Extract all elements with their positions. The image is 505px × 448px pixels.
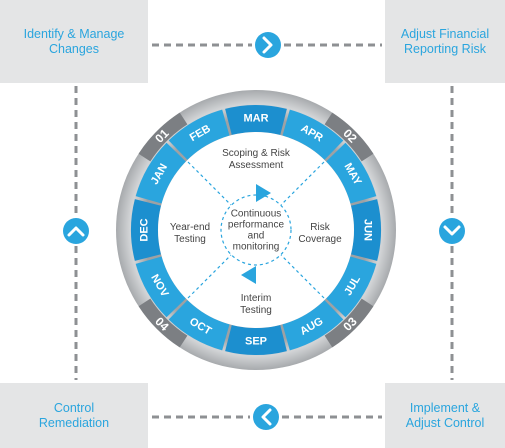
connector-lines: [74, 43, 454, 419]
button-bg: [63, 218, 89, 244]
divider-top-left: [187, 161, 232, 206]
month-label-sep: SEP: [245, 336, 267, 348]
month-segment-sep: [225, 324, 287, 355]
step-label: Implement & Adjust Control: [405, 400, 485, 430]
quarter-band-03: [324, 298, 374, 348]
step-implement-adjust-control[interactable]: Implement & Adjust Control: [385, 383, 505, 448]
quarter-band-02: [324, 112, 374, 162]
month-segment-may: [326, 142, 377, 204]
divider-top-right: [280, 161, 325, 206]
step-adjust-financial-reporting-risk[interactable]: Adjust Financial Reporting Risk: [385, 0, 505, 83]
month-label-dec: DEC: [139, 218, 151, 241]
month-segment-nov: [135, 256, 186, 318]
divider-bottom-left: [187, 254, 232, 299]
button-bg: [255, 32, 281, 58]
step-control-remediation[interactable]: Control Remediation: [0, 383, 148, 448]
chevron-up-icon: [67, 226, 85, 237]
step-identify-manage-changes[interactable]: Identify & Manage Changes: [0, 0, 148, 83]
month-label-jun: JUN: [362, 219, 374, 241]
quarter-band-01: [138, 112, 188, 162]
down-step-button[interactable]: [439, 218, 465, 244]
chevron-right-icon: [262, 36, 273, 54]
month-segment-aug: [282, 300, 344, 351]
chevron-down-icon: [443, 225, 461, 236]
up-step-button[interactable]: [63, 218, 89, 244]
month-segment-jul: [326, 256, 377, 318]
previous-step-button[interactable]: [253, 404, 279, 430]
divider-bottom-right: [280, 254, 325, 299]
phase-dividers: [187, 161, 325, 299]
next-step-button[interactable]: [255, 32, 281, 58]
button-bg: [253, 404, 279, 430]
button-bg: [439, 218, 465, 244]
month-segment-dec: [130, 199, 162, 261]
quarter-band-04: [138, 298, 188, 348]
triangle-right-icon: [256, 184, 271, 202]
step-label: Adjust Financial Reporting Risk: [400, 26, 490, 56]
month-segment-apr: [282, 109, 344, 160]
month-segment-mar: [225, 105, 287, 136]
month-segment-oct: [168, 300, 230, 351]
month-segment-feb: [168, 109, 230, 160]
triangle-left-icon: [241, 266, 256, 284]
month-segment-jun: [350, 199, 381, 261]
step-label: Control Remediation: [38, 400, 110, 430]
month-label-mar: MAR: [243, 113, 268, 125]
month-segment-jan: [135, 142, 186, 204]
step-label: Identify & Manage Changes: [23, 26, 125, 56]
chevron-left-icon: [261, 408, 272, 426]
